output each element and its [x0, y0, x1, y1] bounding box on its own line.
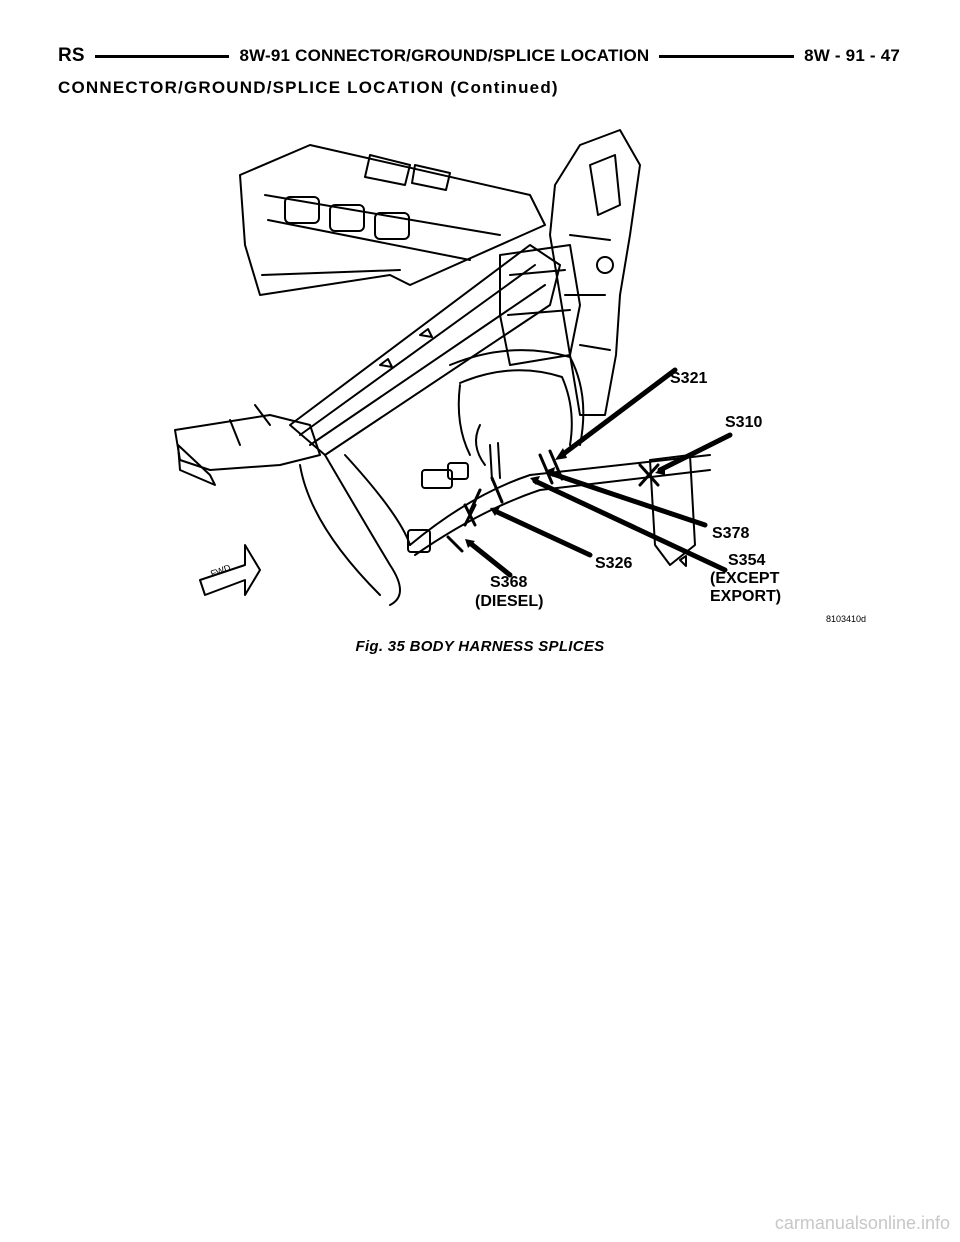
label-s326: S326 — [595, 555, 632, 572]
label-except: (EXCEPT — [710, 570, 780, 587]
label-s378: S378 — [712, 525, 749, 542]
header-rule-left — [94, 54, 230, 58]
page-number: 8W - 91 - 47 — [804, 46, 901, 65]
watermark: carmanualsonline.info — [774, 1213, 950, 1233]
harness-illustration: S321 S310 S378 S354 (EXCEPT EXPORT) S326… — [174, 129, 866, 624]
figure-ref-code: 8103410d — [826, 614, 866, 624]
section-code: RS — [58, 45, 85, 66]
page-header: RS 8W-91 CONNECTOR/GROUND/SPLICE LOCATIO… — [58, 42, 900, 70]
body-harness-splice-figure: S321 S310 S378 S354 (EXCEPT EXPORT) S326… — [150, 125, 880, 635]
section-title: 8W-91 CONNECTOR/GROUND/SPLICE LOCATION — [239, 46, 650, 65]
label-export: EXPORT) — [710, 588, 781, 605]
label-s321: S321 — [670, 370, 707, 387]
fwd-label: FWD — [209, 562, 232, 579]
header-rule-right — [659, 54, 795, 58]
label-s310: S310 — [725, 414, 762, 431]
label-s354: S354 — [728, 552, 765, 569]
figure-caption: Fig. 35 BODY HARNESS SPLICES — [355, 638, 605, 655]
page-subtitle: CONNECTOR/GROUND/SPLICE LOCATION (Contin… — [58, 78, 559, 97]
label-s368: S368 — [490, 574, 527, 591]
label-diesel: (DIESEL) — [475, 593, 543, 610]
